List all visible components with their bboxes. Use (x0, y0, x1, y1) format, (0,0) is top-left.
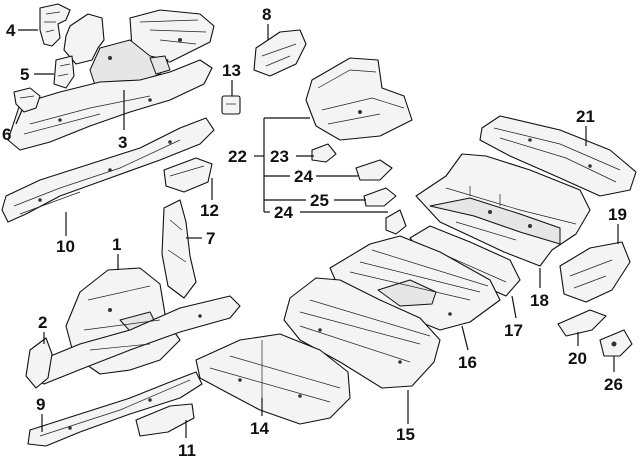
callout-5[interactable]: 5 (20, 65, 29, 84)
callout-16[interactable]: 16 (458, 353, 477, 372)
part-22-shape[interactable] (305, 57, 413, 141)
callout-4[interactable]: 4 (6, 21, 16, 40)
part-12-shape[interactable] (163, 157, 213, 193)
callout-labels: 4 5 6 3 10 12 7 8 13 22 23 24 25 24 21 1… (2, 5, 627, 460)
callout-7[interactable]: 7 (206, 229, 215, 248)
part-23-shape[interactable] (311, 143, 337, 163)
callout-10[interactable]: 10 (56, 237, 75, 256)
callout-8[interactable]: 8 (262, 5, 271, 24)
part-13-shape[interactable] (221, 95, 241, 115)
part-25-shape[interactable] (363, 187, 397, 207)
callout-13[interactable]: 13 (222, 61, 241, 80)
part-10-shape[interactable] (1, 117, 215, 223)
callout-24b[interactable]: 24 (274, 203, 293, 222)
callout-25[interactable]: 25 (310, 191, 329, 210)
leader-lines (15, 24, 619, 438)
part-18-shape[interactable] (415, 153, 591, 267)
callout-26[interactable]: 26 (604, 375, 623, 394)
part-20-shape[interactable] (557, 309, 607, 337)
part-9-shape[interactable] (27, 371, 203, 447)
part-21-shape[interactable] (479, 115, 637, 197)
part-5-shape[interactable] (53, 55, 75, 89)
callout-17[interactable]: 17 (504, 321, 523, 340)
part-6-shape[interactable] (13, 87, 41, 113)
part-16-shape[interactable] (329, 235, 501, 331)
callout-18[interactable]: 18 (530, 291, 549, 310)
part-24b-shape[interactable] (385, 209, 407, 235)
callout-14[interactable]: 14 (250, 419, 269, 438)
callout-19[interactable]: 19 (608, 205, 627, 224)
callout-20[interactable]: 20 (568, 349, 587, 368)
part-2-shape[interactable] (25, 337, 53, 389)
part-4-shape[interactable] (39, 3, 71, 47)
callout-15[interactable]: 15 (396, 425, 415, 444)
part-24a-shape[interactable] (355, 159, 393, 181)
callout-1[interactable]: 1 (112, 235, 121, 254)
callout-12[interactable]: 12 (200, 201, 219, 220)
part-26-shape[interactable] (599, 329, 633, 357)
callout-21[interactable]: 21 (576, 107, 595, 126)
callout-6[interactable]: 6 (2, 125, 11, 144)
callout-9[interactable]: 9 (36, 395, 45, 414)
part-1-shape[interactable] (29, 267, 241, 385)
part-19-shape[interactable] (559, 241, 631, 303)
part-3-shape[interactable] (7, 9, 215, 151)
callout-24a[interactable]: 24 (294, 167, 313, 186)
callout-3[interactable]: 3 (118, 133, 127, 152)
part-15-shape[interactable] (283, 277, 441, 389)
part-8-shape[interactable] (253, 29, 307, 77)
callout-11[interactable]: 11 (178, 441, 196, 460)
part-7-shape[interactable] (161, 199, 197, 299)
callout-2[interactable]: 2 (38, 313, 47, 332)
callout-23[interactable]: 23 (270, 147, 289, 166)
callout-22[interactable]: 22 (228, 147, 247, 166)
part-11-shape[interactable] (135, 403, 195, 437)
